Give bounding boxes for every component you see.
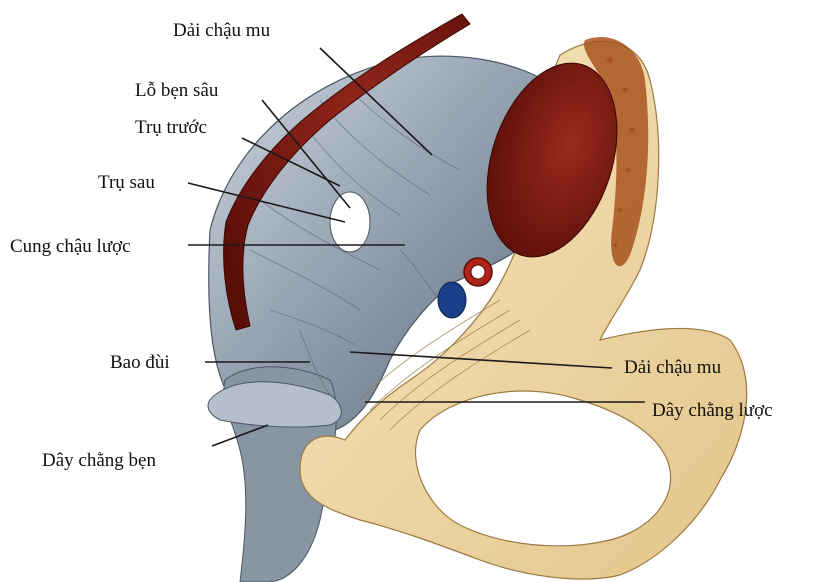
label-day-chang-ben: Dây chằng bẹn <box>42 450 156 471</box>
femoral-artery-lumen <box>471 265 485 279</box>
label-tru-truoc: Trụ trước <box>135 117 207 138</box>
label-dai-chau-mu-right: Dải chậu mu <box>624 357 722 378</box>
label-tru-sau: Trụ sau <box>98 172 155 193</box>
femoral-vein <box>438 282 466 318</box>
label-dai-chau-mu-top: Dải chậu mu <box>173 20 271 41</box>
label-cung-chau-luoc: Cung chậu lược <box>10 236 131 257</box>
label-lo-ben-sau: Lỗ bẹn sâu <box>135 80 219 101</box>
label-bao-dui: Bao đùi <box>110 352 170 373</box>
label-day-chang-luoc: Dây chằng lược <box>652 400 773 421</box>
deep-inguinal-ring <box>330 192 370 252</box>
